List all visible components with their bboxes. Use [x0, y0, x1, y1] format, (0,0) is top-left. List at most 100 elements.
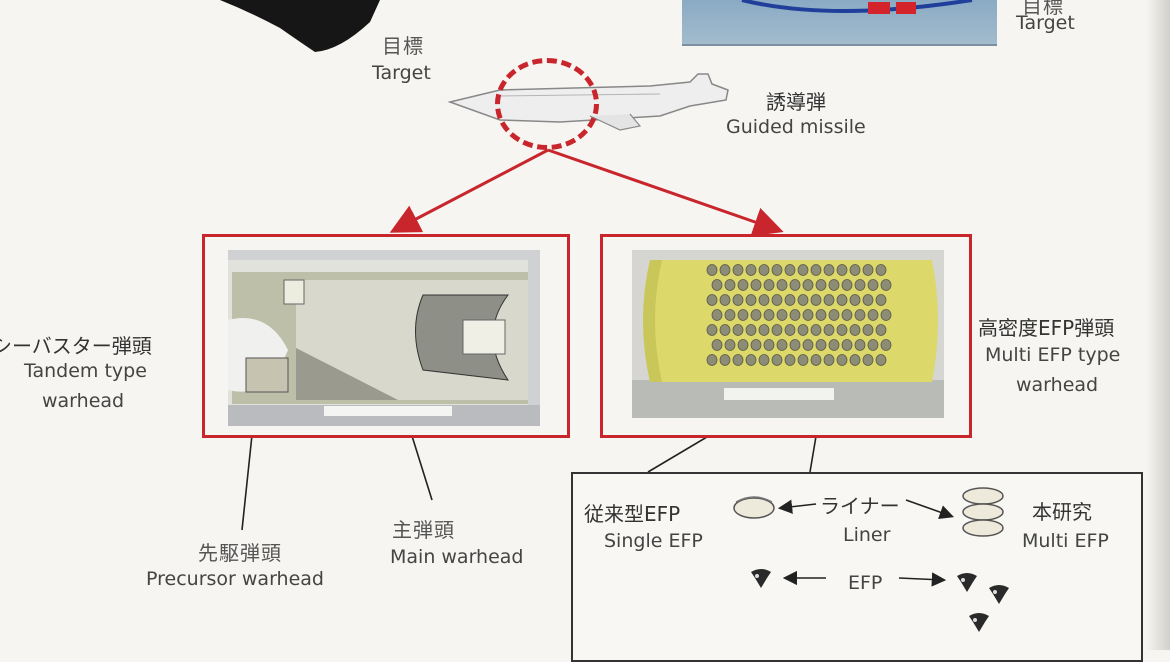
- single-efp-projectile-icon: [751, 569, 771, 588]
- efp-liner-hole: [823, 324, 835, 336]
- efp-liner-hole: [862, 354, 874, 366]
- efp-liner-hole: [763, 339, 775, 351]
- efp-liner-hole: [737, 279, 749, 291]
- single-efp-en: Single EFP: [604, 530, 703, 552]
- efp-liner-hole: [828, 279, 840, 291]
- missile-en: Guided missile: [726, 116, 866, 138]
- efp-liner-hole: [810, 354, 822, 366]
- efp-liner-hole: [745, 354, 757, 366]
- target-left-jp: 目標: [382, 34, 424, 58]
- target-right-en: Target: [1016, 12, 1075, 34]
- efp-liner-hole: [745, 264, 757, 276]
- efp-liner-hole: [732, 324, 744, 336]
- efp-liner-hole: [836, 294, 848, 306]
- efp-liner-hole: [875, 294, 887, 306]
- efp-liner-hole: [849, 294, 861, 306]
- efp-liner-hole: [797, 264, 809, 276]
- efp-liner-hole: [867, 339, 879, 351]
- efp-liner-hole: [880, 339, 892, 351]
- efp-liner-hole: [880, 309, 892, 321]
- efp-liner-hole: [724, 309, 736, 321]
- tandem-en-1: Tandem type: [24, 360, 147, 382]
- efp-liner-hole: [862, 264, 874, 276]
- precursor-jp: 先駆弾頭: [198, 541, 282, 565]
- efp-liner-hole: [719, 264, 731, 276]
- efp-liner-hole: [849, 324, 861, 336]
- efp-liner-hole: [854, 279, 866, 291]
- efp-liner-hole: [875, 324, 887, 336]
- this-study-en: Multi EFP: [1022, 530, 1109, 552]
- efp-liner-hole: [789, 339, 801, 351]
- multi-efp-projectile-icon-1: [957, 573, 977, 592]
- efp-detail-box: [571, 472, 1143, 662]
- efp-liner-hole: [719, 294, 731, 306]
- tandem-en-2: warhead: [42, 390, 125, 412]
- efp-liner-hole: [711, 309, 723, 321]
- efp-liner-hole: [706, 324, 718, 336]
- efp-liner-hole: [841, 339, 853, 351]
- efp-liner-hole: [875, 354, 887, 366]
- efp-liner-hole: [737, 309, 749, 321]
- efp-liner-hole: [758, 294, 770, 306]
- efp-liner-hole: [836, 264, 848, 276]
- efp-liner-hole: [776, 339, 788, 351]
- missile-jp: 誘導弾: [766, 90, 826, 114]
- single-efp-jp: 従来型EFP: [584, 502, 681, 526]
- efp-liner-hole: [836, 324, 848, 336]
- target-right-jp: 目標: [1022, 0, 1064, 18]
- efp-liner-hole: [867, 279, 879, 291]
- tandem-jp: シーバスター弾頭: [0, 334, 152, 358]
- efp-liner-hole: [719, 354, 731, 366]
- efp-liner-hole: [732, 354, 744, 366]
- efp-liner-hole: [880, 279, 892, 291]
- efp-liner-hole: [737, 339, 749, 351]
- efp-liner-hole: [750, 279, 762, 291]
- efp-liner-hole: [802, 309, 814, 321]
- efp-liner-hole: [849, 354, 861, 366]
- efp-liner-hole: [763, 309, 775, 321]
- efp-liner-hole: [823, 354, 835, 366]
- efp-liner-hole: [784, 354, 796, 366]
- efp-liner-hole: [823, 264, 835, 276]
- efp-liner-hole: [732, 294, 744, 306]
- efp-liner-hole: [789, 279, 801, 291]
- precursor-en: Precursor warhead: [146, 568, 324, 590]
- efp-liner-hole: [706, 354, 718, 366]
- efp-liner-hole: [849, 264, 861, 276]
- liner-jp: ライナー: [820, 494, 900, 518]
- highlight-circle: [495, 58, 599, 150]
- efp-liner-hole: [784, 264, 796, 276]
- multi-efp-en-1: Multi EFP type: [985, 344, 1121, 366]
- efp-liner-hole: [815, 279, 827, 291]
- efp-liner-hole: [823, 294, 835, 306]
- multi-efp-photo: [632, 250, 944, 418]
- efp-liner-hole: [797, 354, 809, 366]
- efp-liner-hole: [771, 264, 783, 276]
- efp-liner-hole: [750, 339, 762, 351]
- multi-efp-projectile-icon-2: [989, 585, 1009, 604]
- efp-liner-hole: [776, 279, 788, 291]
- efp-liner-hole: [828, 339, 840, 351]
- efp-liner-hole: [867, 309, 879, 321]
- tandem-warhead-photo: [228, 250, 540, 426]
- efp-liner-hole: [810, 294, 822, 306]
- efp-liner-hole: [711, 279, 723, 291]
- efp-liner-hole: [724, 279, 736, 291]
- efp-liner-hole: [784, 294, 796, 306]
- efp-liner-hole: [706, 294, 718, 306]
- efp-liner-hole: [750, 309, 762, 321]
- efp-liner-hole: [862, 324, 874, 336]
- multi-efp-jp: 高密度EFP弾頭: [978, 316, 1115, 340]
- efp-liner-hole: [758, 264, 770, 276]
- efp-liner-hole: [815, 309, 827, 321]
- efp-label: EFP: [848, 572, 883, 594]
- liner-en: Liner: [843, 524, 891, 546]
- efp-liner-hole: [732, 264, 744, 276]
- efp-liner-hole: [797, 294, 809, 306]
- efp-liner-hole: [758, 324, 770, 336]
- multi-liner-icon: [962, 487, 1004, 537]
- this-study-jp: 本研究: [1032, 500, 1092, 524]
- efp-detail-graphics: [733, 487, 1009, 632]
- efp-liner-hole: [771, 294, 783, 306]
- efp-liner-hole: [776, 309, 788, 321]
